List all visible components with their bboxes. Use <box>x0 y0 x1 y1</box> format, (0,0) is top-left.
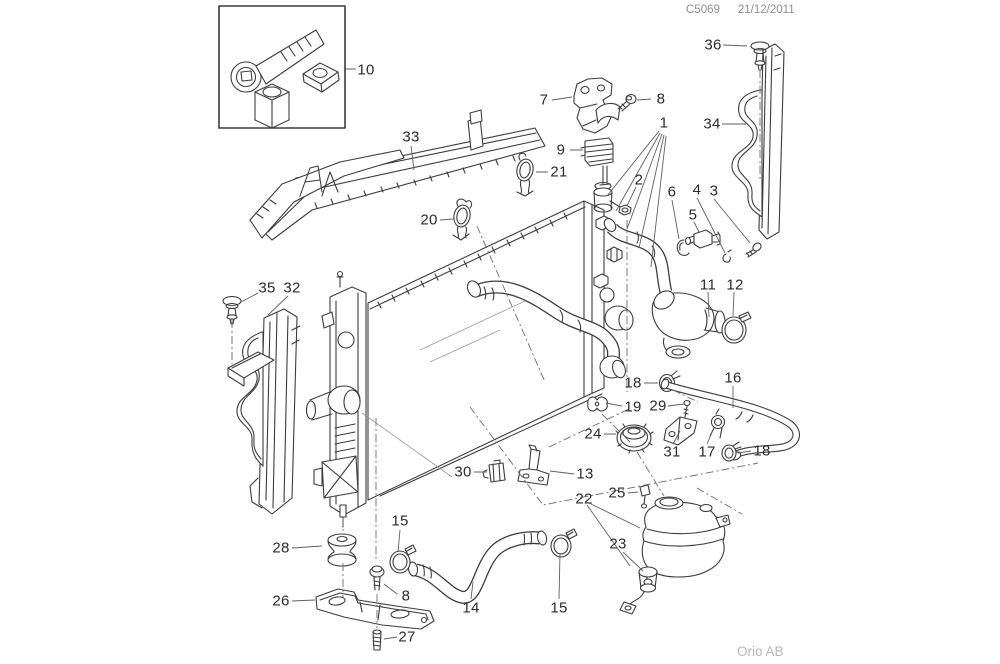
callout-3: 3 <box>709 182 719 200</box>
callout-21: 21 <box>550 163 568 181</box>
part-15-clamp-right <box>550 528 578 558</box>
callout-7: 7 <box>539 91 549 109</box>
part-32-left-baffle <box>227 308 301 515</box>
callout-15-right: 15 <box>550 599 568 617</box>
part-34-right-baffle <box>731 43 785 240</box>
part-12-hose-clamp <box>721 311 752 344</box>
part-7-bracket <box>573 77 621 134</box>
part-3-screw <box>745 242 762 258</box>
part-22-expansion-tank <box>641 496 731 586</box>
part-24-cap <box>615 423 654 454</box>
callout-35: 35 <box>258 279 276 297</box>
callout-6: 6 <box>667 183 677 201</box>
part-11-hose-elbow <box>651 290 726 359</box>
callout-14: 14 <box>462 599 480 617</box>
callout-36: 36 <box>704 36 722 54</box>
part-18-clamp-lower <box>721 441 742 462</box>
part-10-hardware-kit <box>218 5 346 129</box>
callout-20: 20 <box>420 211 438 229</box>
part-6-clip <box>676 239 690 256</box>
callout-18-lower: 18 <box>753 442 771 460</box>
part-25-sensor <box>639 484 651 509</box>
construction-lines <box>231 70 761 628</box>
callout-10: 10 <box>357 61 375 79</box>
callout-17: 17 <box>698 443 716 461</box>
callout-32: 32 <box>283 279 301 297</box>
callout-16: 16 <box>724 369 742 387</box>
callout-5: 5 <box>688 206 698 224</box>
part-21-wire-clip <box>516 152 534 197</box>
part-23-level-sensor <box>619 566 658 615</box>
part-8-screw-upper <box>617 93 637 112</box>
callout-15-left: 15 <box>391 512 409 530</box>
callout-26: 26 <box>272 592 290 610</box>
callout-9: 9 <box>556 141 566 159</box>
part-30-clip <box>482 459 506 483</box>
part-8-bolt-lower <box>369 565 385 591</box>
part-4-clip <box>722 249 732 263</box>
part-17-clip <box>709 408 726 439</box>
callout-8-upper: 8 <box>656 90 666 108</box>
document-code: C5069 <box>686 4 720 16</box>
part-5-sensor <box>684 229 721 249</box>
part-1-radiator <box>305 181 634 528</box>
document-date: 21/12/2011 <box>737 4 795 16</box>
leader-lines <box>240 44 752 640</box>
part-20-wire-clip <box>452 198 473 241</box>
part-36-push-pin <box>750 41 770 71</box>
callout-28: 28 <box>272 539 290 557</box>
part-33-top-cover <box>249 109 546 241</box>
callout-24: 24 <box>584 425 602 443</box>
callout-25: 25 <box>608 484 626 502</box>
callout-29: 29 <box>649 397 667 415</box>
callout-1: 1 <box>659 114 669 132</box>
callout-11: 11 <box>699 276 717 294</box>
callout-30: 30 <box>454 463 472 481</box>
callout-23: 23 <box>609 535 627 553</box>
callout-34: 34 <box>703 115 721 133</box>
callout-33: 33 <box>402 128 420 146</box>
callout-13: 13 <box>576 465 594 483</box>
callout-18-upper: 18 <box>624 374 642 392</box>
callout-4: 4 <box>692 181 702 199</box>
upper-hose-long <box>466 280 626 379</box>
callout-12: 12 <box>726 276 744 294</box>
part-29-screw <box>683 399 691 418</box>
callout-19: 19 <box>624 398 642 416</box>
part-31-bracket <box>663 416 698 446</box>
callout-31: 31 <box>663 443 681 461</box>
part-15-clamp-left <box>389 544 417 574</box>
part-9-rubber-mount <box>580 137 614 186</box>
callout-8-lower: 8 <box>401 587 411 605</box>
part-35-push-pin <box>222 295 242 325</box>
part-13-bracket <box>517 444 550 486</box>
part-16-vent-hose <box>660 378 800 461</box>
callout-22: 22 <box>575 490 593 508</box>
callout-2: 2 <box>634 171 644 189</box>
part-26-mount-bracket <box>315 588 435 630</box>
upper-hose-short <box>603 218 673 294</box>
document-header: C5069 21/12/2011 <box>686 4 795 16</box>
callout-27: 27 <box>398 628 416 646</box>
part-14-lower-hose <box>407 530 548 604</box>
part-27-stud <box>372 629 382 651</box>
part-28-grommet <box>327 533 357 567</box>
brand-watermark: Orio AB <box>737 644 784 659</box>
